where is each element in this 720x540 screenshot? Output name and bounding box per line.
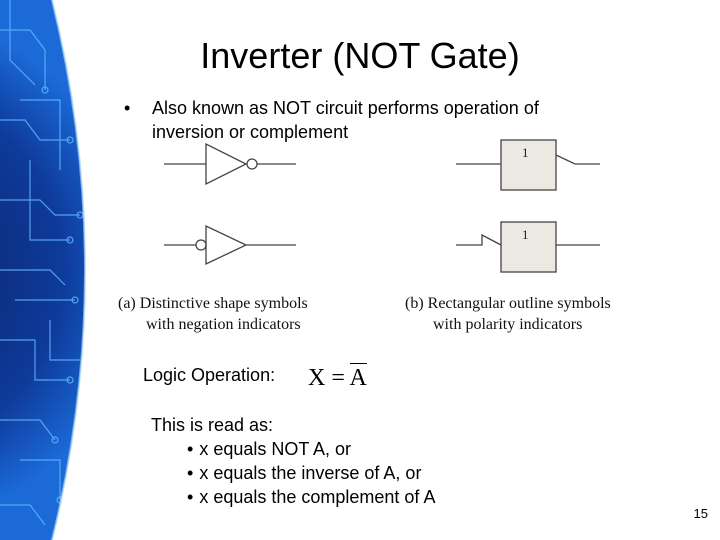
caption-distinctive-shape: (a) Distinctive shape symbols with negat… <box>118 293 378 335</box>
not-gate-output-bubble-symbol <box>164 142 296 186</box>
not-gate-symbols-figure: 1 1 <box>164 139 600 273</box>
read-as-heading: This is read as: <box>151 415 274 435</box>
not-gate-rect-output-polarity-symbol <box>456 139 600 191</box>
caption-a-line1: (a) Distinctive shape symbols <box>118 295 308 312</box>
bullet-item: • Also known as NOT circuit performs ope… <box>124 96 604 144</box>
formula-rhs-complement: A <box>349 363 367 391</box>
caption-b-line2: with polarity indicators <box>433 316 583 333</box>
gate-label-top: 1 <box>522 145 529 160</box>
bullet-dot: • <box>124 98 131 118</box>
bullet-text: Also known as NOT circuit performs opera… <box>152 98 539 142</box>
read-as-list: x equals NOT A, or x equals the inverse … <box>187 437 435 509</box>
caption-b-line1: (b) Rectangular outline symbols <box>405 295 611 312</box>
not-gate-rect-input-polarity-symbol <box>456 221 600 273</box>
list-item: x equals the complement of A <box>187 485 435 509</box>
formula-lhs: X = <box>308 365 350 391</box>
logic-operation-label: Logic Operation: <box>143 365 276 385</box>
caption-a-line2: with negation indicators <box>146 316 301 333</box>
list-item: x equals the inverse of A, or <box>187 461 435 485</box>
logic-formula: X = A <box>308 363 367 392</box>
list-item: x equals NOT A, or <box>187 437 435 461</box>
slide-title: Inverter (NOT Gate) <box>200 35 520 76</box>
not-gate-input-bubble-symbol <box>164 224 296 266</box>
caption-rectangular-outline: (b) Rectangular outline symbols with pol… <box>405 293 675 335</box>
page-number: 15 <box>693 506 708 521</box>
gate-label-bottom: 1 <box>522 227 529 242</box>
